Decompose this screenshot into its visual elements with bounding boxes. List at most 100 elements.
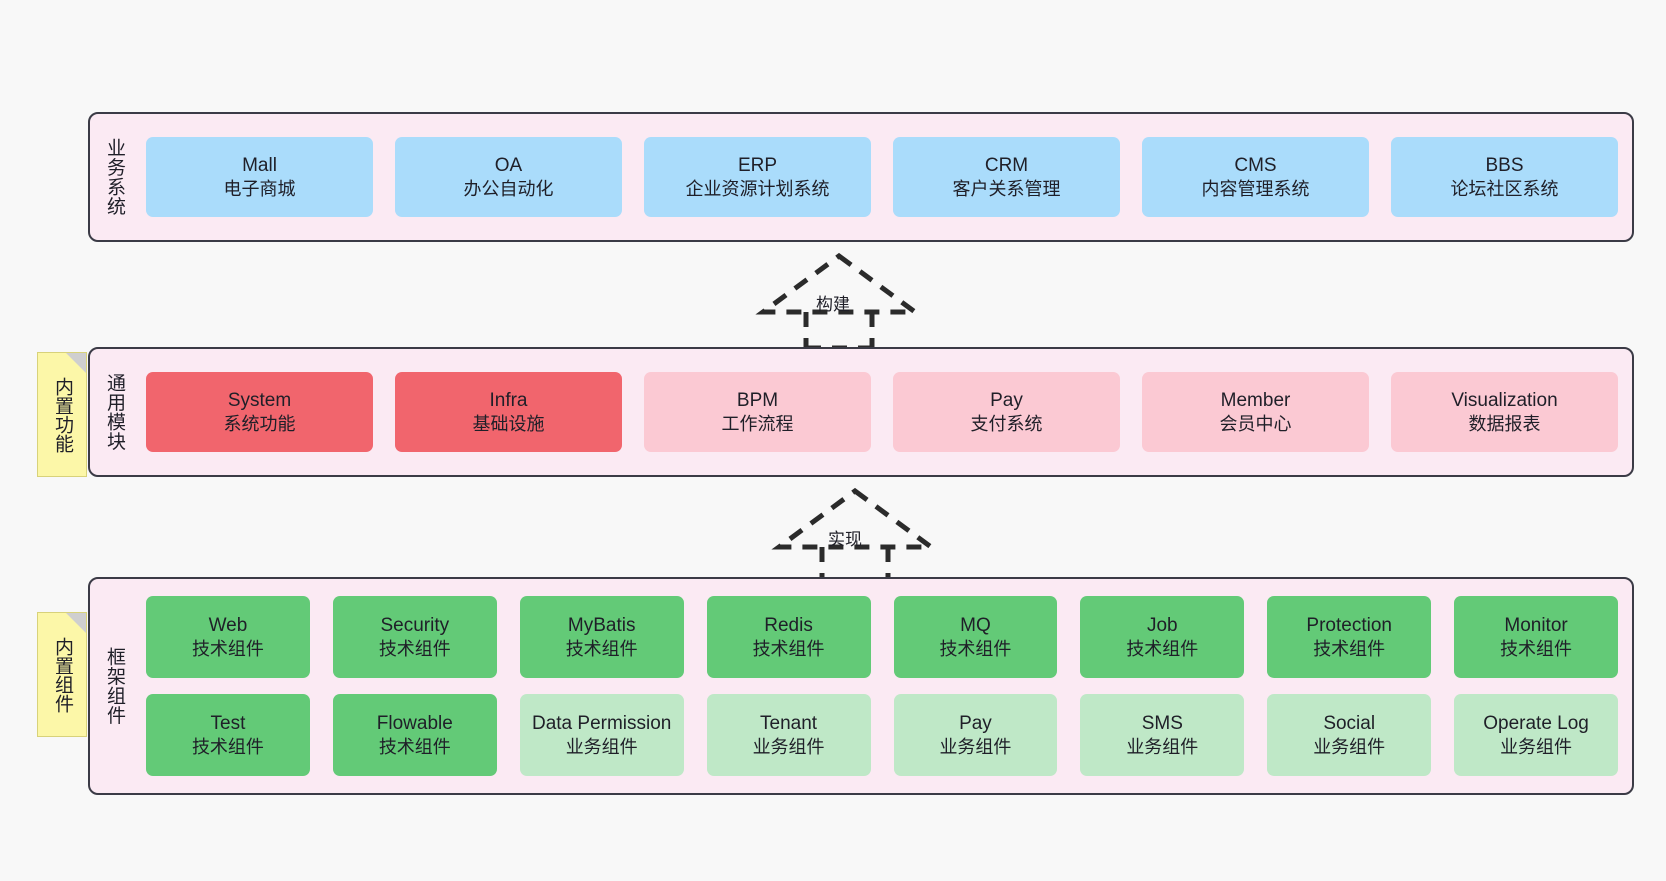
layer-framework-title: 框架组件 <box>104 647 126 725</box>
connector-implement: 实现 <box>760 487 950 586</box>
node-web[interactable]: Web 技术组件 <box>146 596 310 678</box>
node-visualization-desc: 数据报表 <box>1468 413 1541 434</box>
node-pay-component-name: Pay <box>959 712 992 734</box>
node-bpm-desc: 工作流程 <box>721 413 794 434</box>
node-protection[interactable]: Protection 技术组件 <box>1267 596 1432 678</box>
node-system-desc: 系统功能 <box>223 413 296 434</box>
node-test-name: Test <box>210 712 246 734</box>
node-bbs[interactable]: BBS 论坛社区系统 <box>1391 137 1618 217</box>
node-pay-component-desc: 业务组件 <box>939 736 1012 757</box>
note-fold-corner-icon <box>66 613 86 633</box>
node-redis[interactable]: Redis 技术组件 <box>706 596 871 678</box>
node-visualization[interactable]: Visualization 数据报表 <box>1391 372 1618 452</box>
node-test-desc: 技术组件 <box>191 736 264 757</box>
node-bpm[interactable]: BPM 工作流程 <box>644 372 871 452</box>
node-cms[interactable]: CMS 内容管理系统 <box>1142 137 1369 217</box>
node-sms[interactable]: SMS 业务组件 <box>1080 694 1245 776</box>
node-erp[interactable]: ERP 企业资源计划系统 <box>644 137 871 217</box>
node-web-name: Web <box>208 614 248 636</box>
node-sms-desc: 业务组件 <box>1126 736 1199 757</box>
layer-modules-title: 通用模块 <box>104 373 126 451</box>
node-crm-desc: 客户关系管理 <box>952 178 1061 199</box>
node-tenant-name: Tenant <box>760 712 818 734</box>
node-crm-name: CRM <box>984 154 1029 176</box>
node-mybatis-name: MyBatis <box>567 614 636 636</box>
node-system-name: System <box>227 389 292 411</box>
node-pay-module-desc: 支付系统 <box>970 413 1043 434</box>
layer-common-modules: 通用模块 System 系统功能 Infra 基础设施 BPM 工作流程 Pay… <box>88 347 1634 477</box>
node-system[interactable]: System 系统功能 <box>146 372 373 452</box>
node-redis-desc: 技术组件 <box>752 638 825 659</box>
node-mybatis-desc: 技术组件 <box>565 638 638 659</box>
layer-business-systems: 业务系统 Mall 电子商城 OA 办公自动化 ERP 企业资源计划系统 CRM… <box>88 112 1634 242</box>
node-data-permission-desc: 业务组件 <box>565 736 638 757</box>
note-fold-corner-icon <box>66 353 86 373</box>
node-member-desc: 会员中心 <box>1219 413 1292 434</box>
node-social[interactable]: Social 业务组件 <box>1267 694 1432 776</box>
node-tenant-desc: 业务组件 <box>752 736 825 757</box>
node-flowable[interactable]: Flowable 技术组件 <box>332 694 497 776</box>
node-erp-desc: 企业资源计划系统 <box>685 178 830 199</box>
node-security-desc: 技术组件 <box>378 638 451 659</box>
node-job-name: Job <box>1146 614 1178 636</box>
node-infra[interactable]: Infra 基础设施 <box>395 372 622 452</box>
node-security[interactable]: Security 技术组件 <box>332 596 497 678</box>
node-mq-desc: 技术组件 <box>939 638 1012 659</box>
node-social-name: Social <box>1323 712 1376 734</box>
node-pay-module[interactable]: Pay 支付系统 <box>893 372 1120 452</box>
node-operate-log[interactable]: Operate Log 业务组件 <box>1454 694 1618 776</box>
node-erp-name: ERP <box>737 154 778 176</box>
node-oa[interactable]: OA 办公自动化 <box>395 137 622 217</box>
node-mall-name: Mall <box>242 154 277 176</box>
layer-framework-body: Web 技术组件 Security 技术组件 MyBatis 技术组件 Redi… <box>138 579 1632 793</box>
node-mall-desc: 电子商城 <box>223 178 296 199</box>
node-mq[interactable]: MQ 技术组件 <box>893 596 1058 678</box>
node-cms-desc: 内容管理系统 <box>1201 178 1310 199</box>
node-member-name: Member <box>1220 389 1291 411</box>
node-bbs-desc: 论坛社区系统 <box>1450 178 1559 199</box>
node-bpm-name: BPM <box>736 389 779 411</box>
connector-build: 构建 <box>744 252 934 351</box>
node-crm[interactable]: CRM 客户关系管理 <box>893 137 1120 217</box>
node-mq-name: MQ <box>960 614 991 636</box>
node-job[interactable]: Job 技术组件 <box>1080 596 1245 678</box>
node-pay-module-name: Pay <box>990 389 1023 411</box>
note-builtin-function-label: 内置功能 <box>52 376 74 453</box>
node-protection-desc: 技术组件 <box>1313 638 1386 659</box>
node-job-desc: 技术组件 <box>1126 638 1199 659</box>
node-security-name: Security <box>380 614 450 636</box>
node-sms-name: SMS <box>1141 712 1183 734</box>
node-oa-name: OA <box>494 154 523 176</box>
node-social-desc: 业务组件 <box>1313 736 1386 757</box>
node-data-permission[interactable]: Data Permission 业务组件 <box>519 694 684 776</box>
node-data-permission-name: Data Permission <box>531 712 672 734</box>
node-test[interactable]: Test 技术组件 <box>146 694 310 776</box>
note-builtin-component-label: 内置组件 <box>52 636 74 713</box>
node-protection-name: Protection <box>1306 614 1392 636</box>
connector-implement-label: 实现 <box>828 530 862 549</box>
node-infra-name: Infra <box>489 389 528 411</box>
note-builtin-function: 内置功能 <box>37 352 87 477</box>
node-monitor[interactable]: Monitor 技术组件 <box>1454 596 1618 678</box>
node-web-desc: 技术组件 <box>191 638 264 659</box>
framework-grid: Web 技术组件 Security 技术组件 MyBatis 技术组件 Redi… <box>138 596 1618 776</box>
node-cms-name: CMS <box>1234 154 1277 176</box>
layer-business-title: 业务系统 <box>104 138 126 216</box>
node-visualization-name: Visualization <box>1451 389 1558 411</box>
node-mybatis[interactable]: MyBatis 技术组件 <box>519 596 684 678</box>
node-flowable-name: Flowable <box>376 712 453 734</box>
node-operate-log-name: Operate Log <box>1483 712 1589 734</box>
node-member[interactable]: Member 会员中心 <box>1142 372 1369 452</box>
node-pay-component[interactable]: Pay 业务组件 <box>893 694 1058 776</box>
node-tenant[interactable]: Tenant 业务组件 <box>706 694 871 776</box>
layer-framework-components: 框架组件 Web 技术组件 Security 技术组件 MyBatis 技术组件… <box>88 577 1634 795</box>
layer-business-body: Mall 电子商城 OA 办公自动化 ERP 企业资源计划系统 CRM 客户关系… <box>138 114 1632 240</box>
node-monitor-name: Monitor <box>1504 614 1568 636</box>
node-mall[interactable]: Mall 电子商城 <box>146 137 373 217</box>
node-oa-desc: 办公自动化 <box>463 178 554 199</box>
connector-build-label: 构建 <box>816 295 850 314</box>
node-bbs-name: BBS <box>1485 154 1524 176</box>
node-flowable-desc: 技术组件 <box>378 736 451 757</box>
node-monitor-desc: 技术组件 <box>1500 638 1573 659</box>
